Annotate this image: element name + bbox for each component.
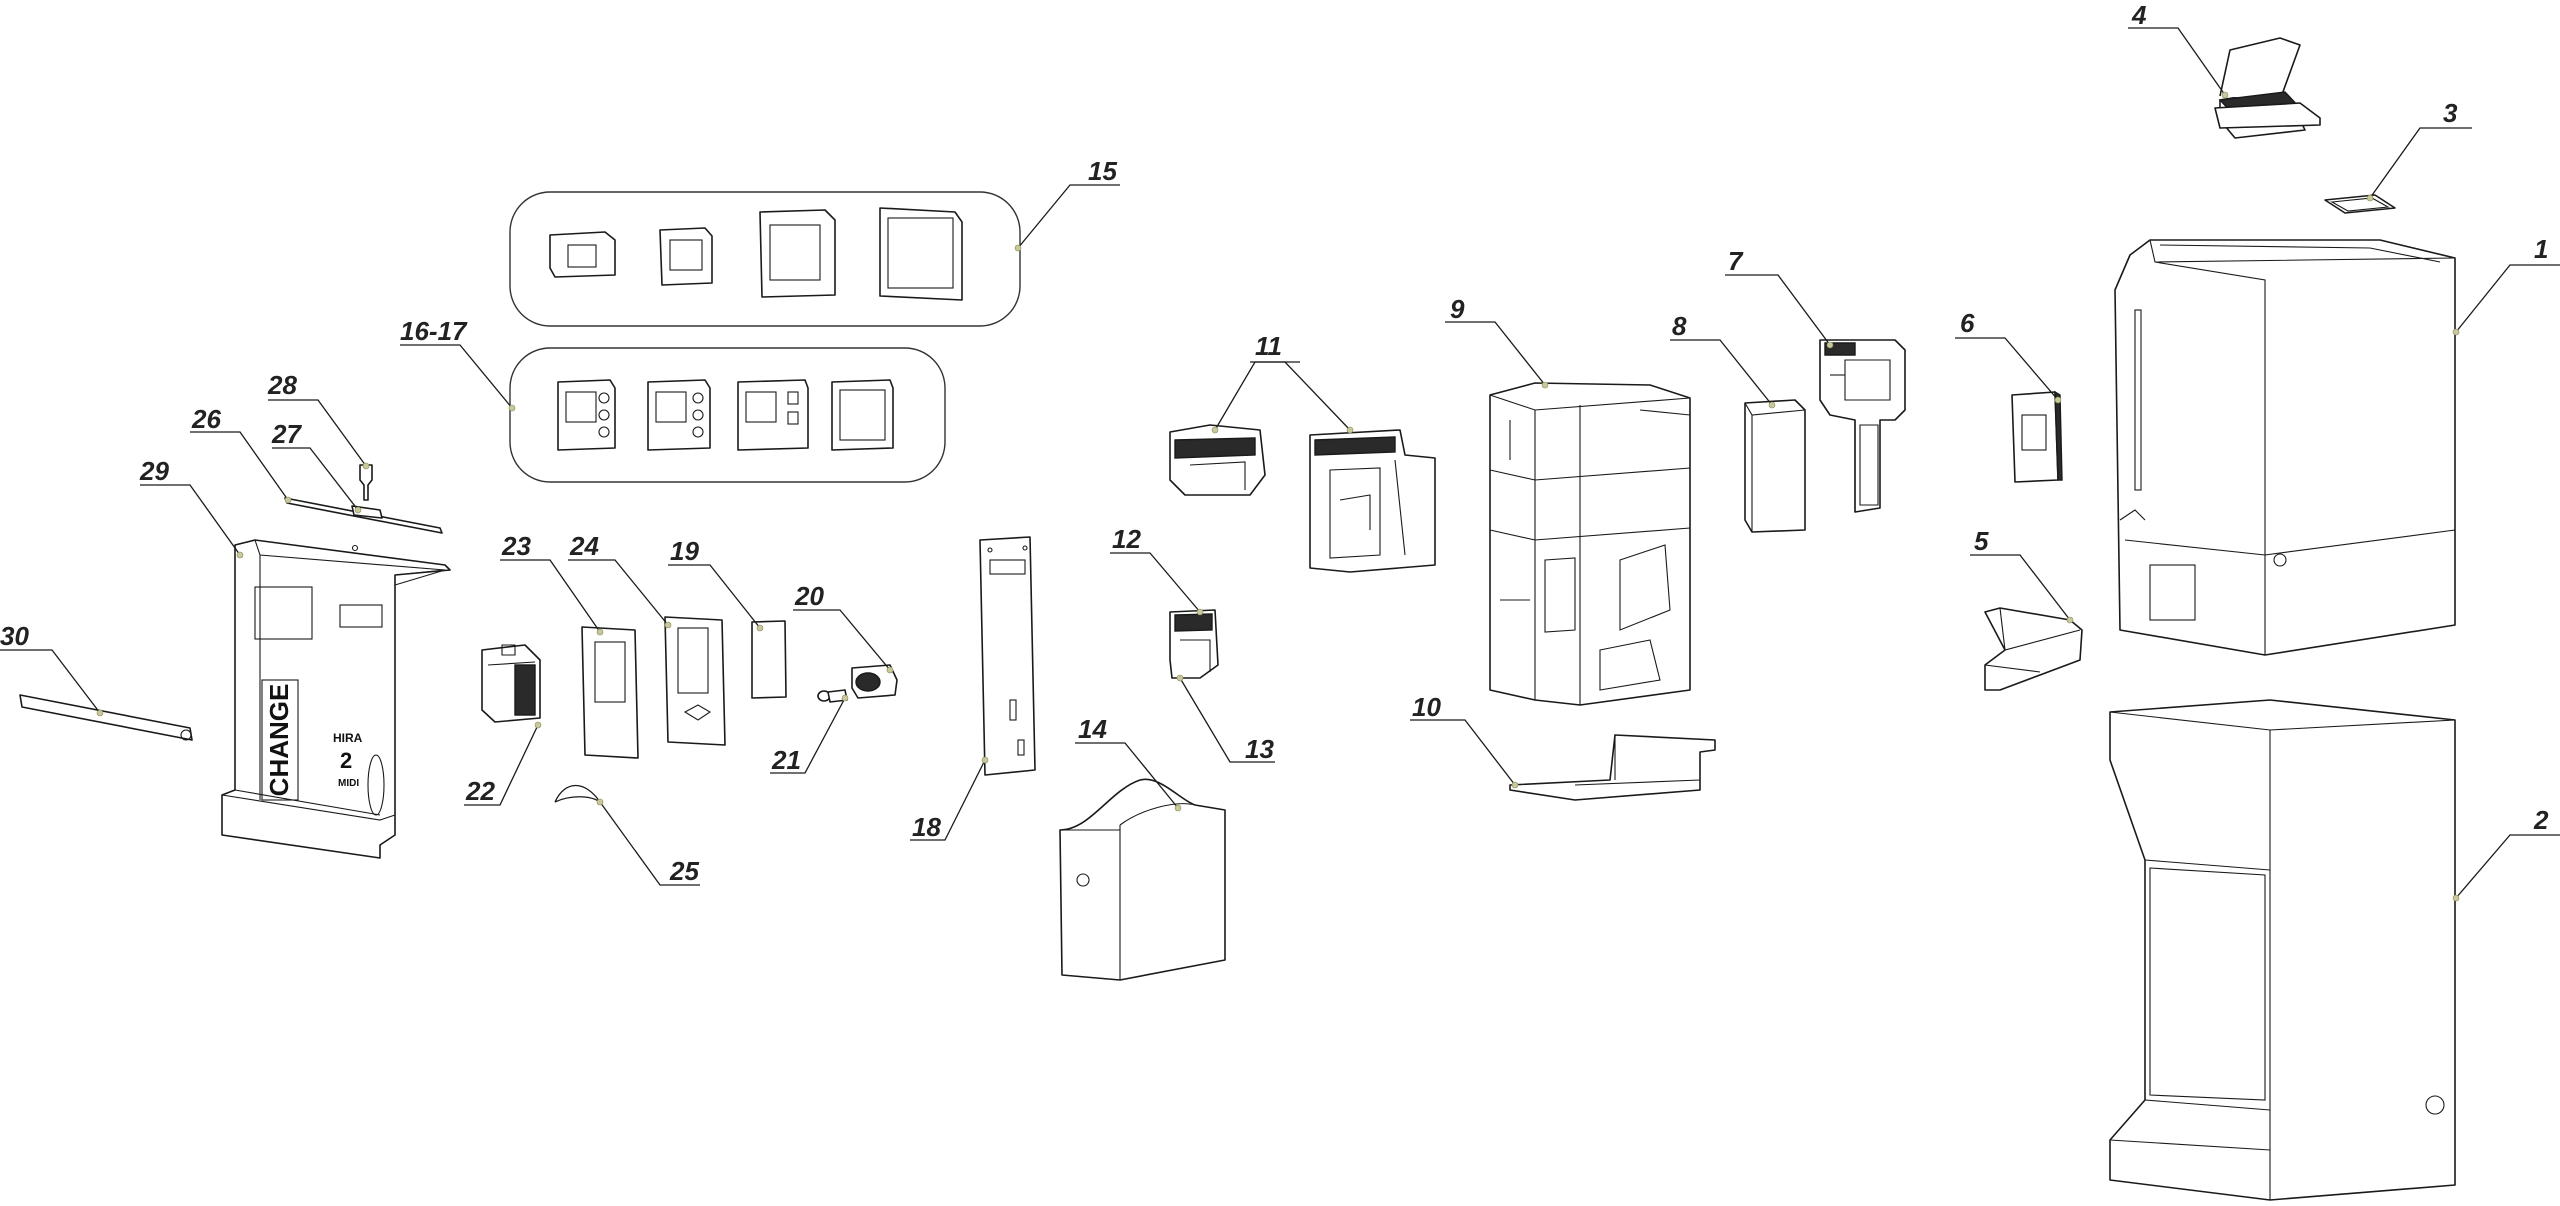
- callout-3: 3: [2366, 98, 2472, 202]
- part-22-printer: [481, 644, 541, 723]
- callout-28: 28: [267, 370, 370, 470]
- callout-18: 18: [910, 756, 989, 842]
- callout-21: 21: [770, 694, 849, 775]
- callout-8: 8: [1670, 311, 1776, 409]
- part-3-plate: [2324, 194, 2396, 214]
- callout-16-17-label: 16-17: [400, 316, 468, 346]
- callout-23: 23: [500, 531, 604, 636]
- callout-15: 15: [1014, 156, 1120, 252]
- part-5-chute: [1984, 607, 2083, 691]
- part-11-coin-mech: [1169, 424, 1436, 573]
- callout-6-label: 6: [1960, 308, 1975, 338]
- part-10-tray: [1509, 734, 1716, 801]
- callout-7-label: 7: [1728, 246, 1744, 276]
- part-8-box: [1744, 399, 1806, 533]
- part-2-base: [2109, 699, 2456, 1201]
- callout-23-label: 23: [501, 531, 531, 561]
- callout-2-label: 2: [2533, 805, 2549, 835]
- front-panel-model: MIDI: [338, 778, 359, 789]
- callout-4-label: 4: [2131, 0, 2147, 30]
- front-panel-vertical-word: CHANGE: [264, 684, 294, 797]
- callout-24-label: 24: [569, 531, 599, 561]
- callout-26: 26: [190, 404, 292, 504]
- part-18-plate: [979, 536, 1036, 776]
- callout-14: 14: [1075, 714, 1182, 812]
- callout-15-label: 15: [1088, 156, 1117, 186]
- callout-3-label: 3: [2443, 98, 2458, 128]
- callout-18-label: 18: [912, 812, 941, 842]
- callout-7: 7: [1725, 246, 1834, 349]
- callout-25: 25: [596, 798, 700, 886]
- callout-5-label: 5: [1974, 526, 1989, 556]
- part-19-card: [751, 620, 787, 699]
- callout-11: 11: [1211, 331, 1354, 434]
- callout-9-label: 9: [1450, 294, 1465, 324]
- callout-27-label: 27: [271, 419, 302, 449]
- callout-22-label: 22: [465, 776, 495, 806]
- callout-21-label: 21: [771, 745, 801, 775]
- callout-12: 12: [1110, 524, 1204, 616]
- callout-29: 29: [139, 456, 244, 559]
- callout-30-label: 30: [0, 621, 29, 651]
- callout-22: 22: [464, 721, 542, 806]
- callout-2: 2: [2452, 805, 2560, 902]
- front-panel-brand: HIRA: [333, 731, 363, 745]
- part-29-front-panel: CHANGE HIRA 2 MIDI: [221, 539, 451, 859]
- callout-19: 19: [668, 536, 764, 632]
- callout-27: 27: [271, 419, 362, 514]
- part-12-13-validator: [1169, 609, 1219, 679]
- callout-13: 13: [1176, 674, 1275, 764]
- callout-20-label: 20: [794, 581, 824, 611]
- part-4-hood: [2214, 37, 2321, 139]
- callout-20: 20: [793, 581, 894, 674]
- callout-10-label: 10: [1412, 692, 1441, 722]
- callout-16-17: 16-17: [400, 316, 516, 412]
- part-6-bracket: [2011, 390, 2063, 483]
- part-20-lock: [851, 664, 898, 699]
- part-15-display-group: [509, 191, 1021, 327]
- callout-8-label: 8: [1672, 311, 1687, 341]
- part-14-cover: [1059, 778, 1226, 981]
- part-16-17-keypad-group: [509, 347, 946, 483]
- callout-5: 5: [1970, 526, 2074, 624]
- front-panel-word: CHANGE: [264, 684, 294, 797]
- callout-10: 10: [1410, 692, 1519, 789]
- callout-13-label: 13: [1245, 734, 1274, 764]
- part-9-hopper: [1489, 382, 1691, 706]
- part-30-rod: [19, 694, 193, 741]
- callout-1: 1: [2452, 234, 2560, 336]
- callout-1-label: 1: [2534, 234, 2548, 264]
- callout-19-label: 19: [670, 536, 699, 566]
- callout-28-label: 28: [267, 370, 297, 400]
- part-25-wire: [554, 785, 601, 803]
- callout-12-label: 12: [1112, 524, 1141, 554]
- callout-14-label: 14: [1078, 714, 1107, 744]
- callout-9: 9: [1445, 294, 1549, 389]
- callout-4: 4: [2128, 0, 2229, 99]
- callout-6: 6: [1955, 308, 2062, 404]
- callout-30: 30: [0, 621, 104, 717]
- part-24-plate: [664, 616, 726, 746]
- part-7-validator: [1819, 339, 1906, 513]
- part-23-plate: [581, 626, 639, 759]
- part-1-cabinet: [2114, 239, 2456, 656]
- callout-29-label: 29: [139, 456, 169, 486]
- part-28-bolt: [359, 464, 373, 501]
- callout-26-label: 26: [191, 404, 221, 434]
- callout-11-label: 11: [1255, 331, 1282, 361]
- callout-25-label: 25: [669, 856, 699, 886]
- callout-24: 24: [568, 531, 672, 629]
- front-panel-number: 2: [340, 748, 352, 773]
